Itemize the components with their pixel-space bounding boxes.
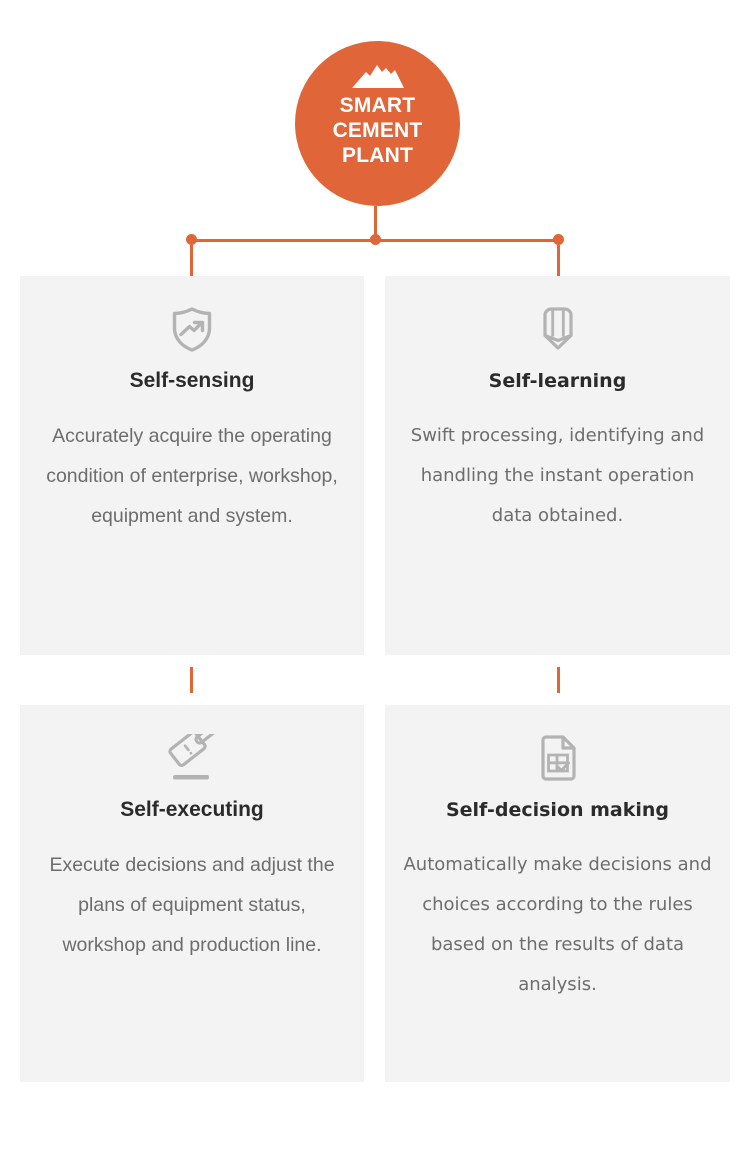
- connector-link-self-decision: [557, 667, 560, 693]
- left-branch-dot: [186, 234, 197, 245]
- mountain-icon: [351, 65, 404, 88]
- pencil-tip-icon-wrap: [401, 306, 714, 352]
- card-body: Automatically make decisions and choices…: [403, 854, 712, 995]
- card-self-decision-making[interactable]: Self-decision making Automatically make …: [385, 705, 730, 1082]
- hub-title: SMART CEMENT PLANT: [332, 94, 423, 167]
- connector-link-self-executing: [190, 667, 193, 693]
- card-title: Self-executing: [120, 798, 264, 821]
- card-title: Self-learning: [488, 370, 627, 392]
- pencil-tip-icon: [542, 307, 573, 350]
- gavel-icon-wrap: [36, 734, 348, 781]
- card-title: Self-decision making: [445, 799, 670, 821]
- shield-trending-icon-wrap: [36, 306, 348, 352]
- document-table-check-icon-wrap: [401, 735, 714, 781]
- card-body: Execute decisions and adjust the plans o…: [49, 854, 335, 956]
- card-self-sensing[interactable]: Self-sensing Accurately acquire the oper…: [20, 276, 364, 655]
- smart-cement-plant-hub: SMART CEMENT PLANT: [295, 41, 460, 206]
- shield-trending-icon: [172, 307, 212, 352]
- center-branch-dot: [370, 234, 381, 245]
- connector-hub-stem: [374, 206, 377, 240]
- card-title: Self-sensing: [129, 369, 255, 392]
- connector-drop-self-sensing: [190, 245, 193, 276]
- card-body: Accurately acquire the operating conditi…: [46, 425, 338, 527]
- document-table-check-icon: [540, 735, 576, 781]
- card-body: Swift processing, identifying and handli…: [410, 425, 705, 526]
- card-self-learning[interactable]: Self-learning Swift processing, identify…: [385, 276, 730, 655]
- right-branch-dot: [553, 234, 564, 245]
- gavel-icon: [168, 734, 217, 780]
- card-self-executing[interactable]: Self-executing Execute decisions and adj…: [20, 705, 364, 1082]
- connector-drop-self-learning: [557, 245, 560, 276]
